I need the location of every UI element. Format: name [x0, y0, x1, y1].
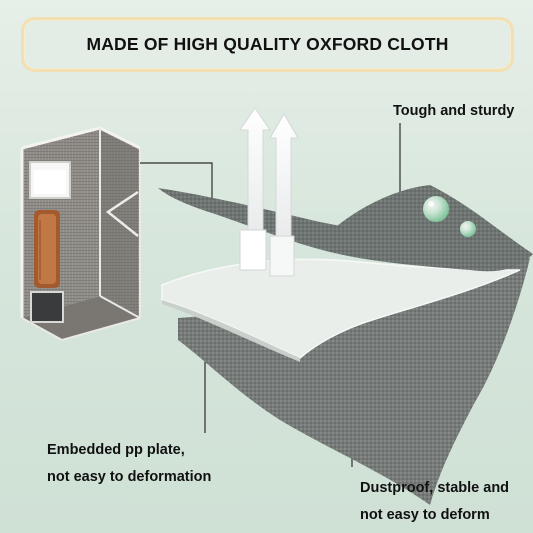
storage-box-image	[20, 126, 141, 342]
upward-arrows-icon	[239, 107, 299, 277]
title-banner: MADE OF HIGH QUALITY OXFORD CLOTH	[21, 17, 514, 72]
callout-dust-line1: Dustproof, stable and	[360, 480, 510, 496]
callout-dust-line2: not easy to deform	[360, 507, 490, 523]
callout-tough: Tough and sturdy	[393, 103, 515, 119]
banner-title: MADE OF HIGH QUALITY OXFORD CLOTH	[86, 34, 449, 54]
callout-pp-line2: not easy to deformation	[47, 469, 212, 485]
pp-plate-layer	[161, 258, 521, 359]
callout-pp-line1: Embedded pp plate,	[47, 442, 185, 458]
water-drops-icon	[423, 196, 476, 237]
